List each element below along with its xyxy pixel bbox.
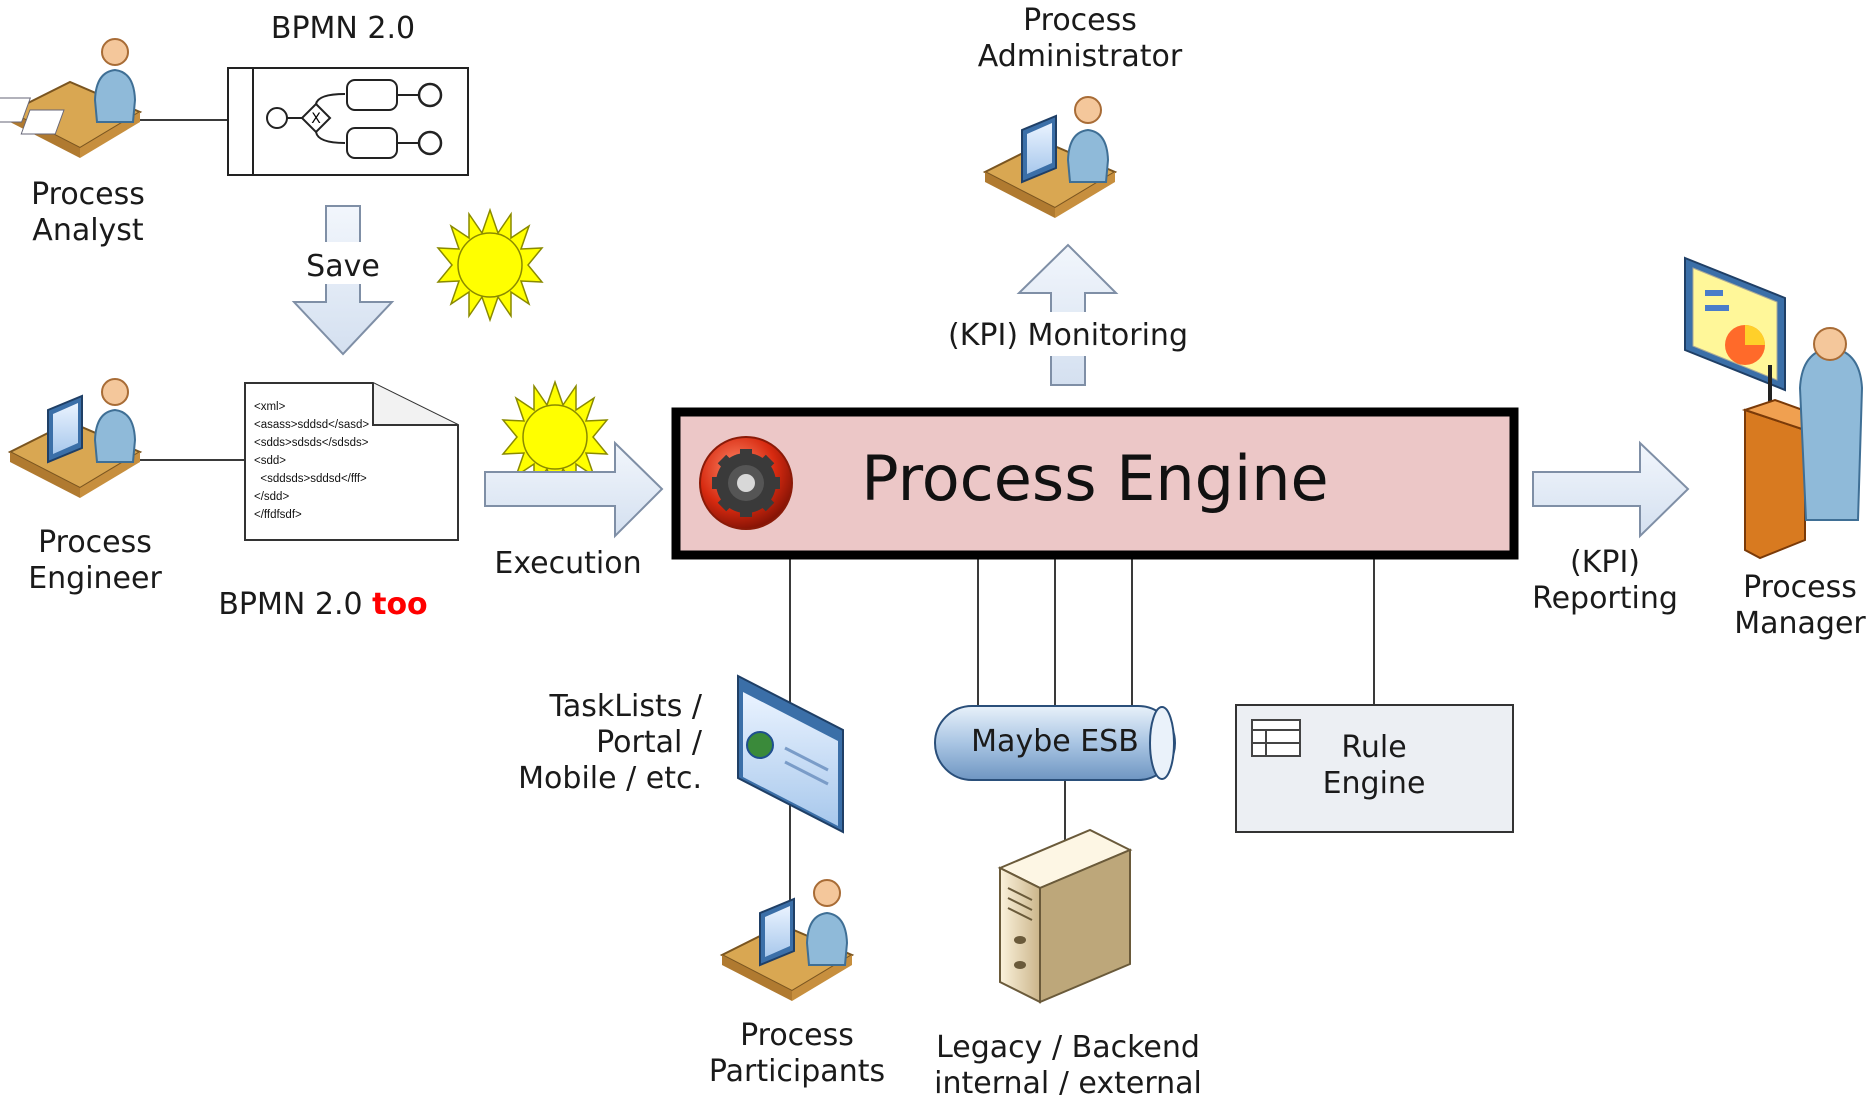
xml-line-3: <sdds>sdsds</sdsds> xyxy=(254,437,369,449)
execution-arrow xyxy=(484,440,664,539)
process-analyst-label-1: Process xyxy=(31,177,145,212)
process-engineer-label-2: Engineer xyxy=(28,561,162,596)
process-engineer-icon xyxy=(7,378,143,498)
esb-tube xyxy=(934,705,1176,781)
xml-line-4: <sdd> xyxy=(254,455,286,467)
too-highlight: too xyxy=(372,587,428,622)
sun-icon xyxy=(502,381,608,493)
save-arrow xyxy=(291,205,395,356)
process-engineer-label-1: Process xyxy=(38,525,152,560)
process-manager-icon xyxy=(1684,256,1864,560)
process-administrator-icon xyxy=(982,96,1118,218)
sun-icon xyxy=(436,207,544,323)
execution-label: Execution xyxy=(494,546,641,581)
xml-line-2: <asass>sddsd</sasd> xyxy=(254,419,369,431)
process-analyst-label-2: Analyst xyxy=(32,213,144,248)
bpmn-diagram-box: X xyxy=(227,67,469,176)
xml-line-7: </ffdfsdf> xyxy=(254,509,302,521)
bpmn-too-label: BPMN 2.0 too xyxy=(218,587,427,622)
esb-label: Maybe ESB xyxy=(971,724,1139,759)
process-participants-label-1: Process xyxy=(740,1018,854,1053)
process-administrator-label-1: Process xyxy=(1023,3,1137,38)
bpmn-title: BPMN 2.0 xyxy=(271,11,415,46)
process-engine-box xyxy=(671,407,1519,560)
kpi-monitoring-label: (KPI) Monitoring xyxy=(948,318,1188,353)
process-administrator-label-2: Administrator xyxy=(978,39,1183,74)
xml-line-1: <xml> xyxy=(254,401,286,413)
gear-icon xyxy=(699,436,793,530)
save-label: Save xyxy=(306,249,380,284)
legacy-label-2: internal / external xyxy=(934,1066,1202,1095)
tasklists-label-2: Portal / xyxy=(596,725,703,760)
legacy-label-1: Legacy / Backend xyxy=(936,1030,1200,1065)
kpi-reporting-label-1: (KPI) xyxy=(1570,545,1640,580)
process-participants-icon xyxy=(719,879,855,1001)
tasklists-label-3: Mobile / etc. xyxy=(518,761,702,796)
kpi-monitoring-arrow xyxy=(940,243,1200,386)
process-manager-label-1: Process xyxy=(1743,570,1857,605)
server-icon xyxy=(997,828,1133,1004)
tasklists-label-1: TaskLists / xyxy=(549,689,703,724)
kpi-reporting-label-2: Reporting xyxy=(1532,581,1678,616)
kpi-reporting-arrow xyxy=(1532,440,1690,539)
xml-document-icon xyxy=(244,382,459,541)
svg-text:X: X xyxy=(311,111,321,127)
table-icon xyxy=(1251,719,1301,757)
process-analyst-icon xyxy=(0,38,143,158)
xml-line-5: <sddsds>sddsd</fff> xyxy=(254,473,367,485)
rule-engine-label-2: Engine xyxy=(1323,766,1426,801)
process-participants-label-2: Participants xyxy=(709,1054,885,1089)
browser-window-icon xyxy=(737,674,844,834)
process-manager-label-2: Manager xyxy=(1734,606,1866,641)
process-engine-title: Process Engine xyxy=(861,442,1328,515)
xml-line-6: </sdd> xyxy=(254,491,289,503)
rule-engine-label-1: Rule xyxy=(1341,730,1406,765)
